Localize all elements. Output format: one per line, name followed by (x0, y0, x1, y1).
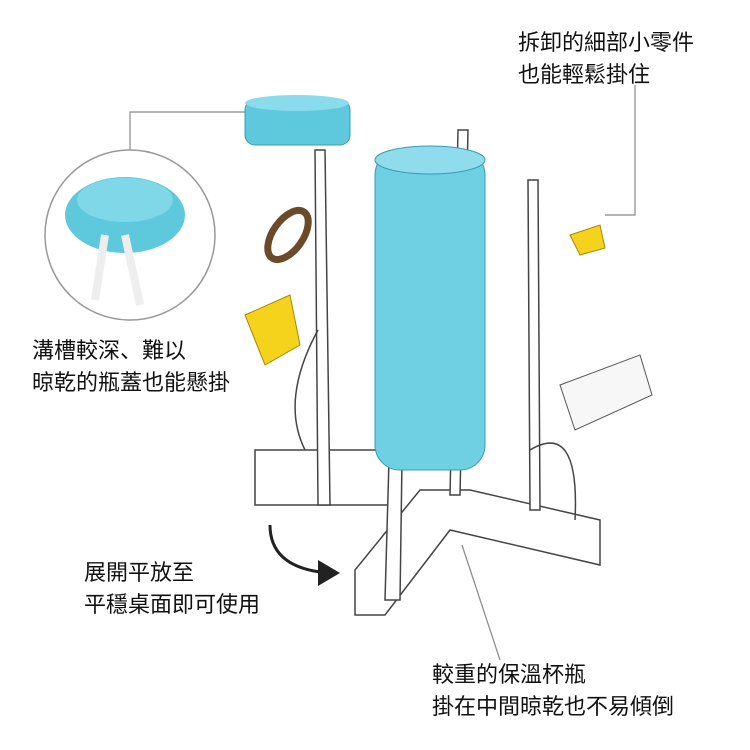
caption-line: 溝槽較深、難以 (32, 339, 187, 364)
yellow-cup (244, 294, 301, 366)
caption-heavy-thermos: 較重的保溫杯瓶 掛在中間晾乾也不易傾倒 (432, 660, 674, 724)
thermos-bottle (374, 145, 486, 471)
yellow-nipple (569, 224, 606, 256)
magnified-cap-circle (44, 149, 216, 321)
callout-lines (129, 85, 636, 661)
rotate-arrow-icon (268, 524, 340, 586)
caption-line: 拆卸的細部小零件 (518, 31, 695, 56)
caption-line: 也能輕鬆掛住 (518, 63, 651, 88)
white-bottle (559, 354, 653, 431)
caption-line: 較重的保溫杯瓶 (432, 663, 587, 688)
caption-line: 平穩桌面即可使用 (84, 593, 261, 618)
caption-flat-use: 展開平放至 平穩桌面即可使用 (84, 558, 260, 622)
caption-small-parts: 拆卸的細部小零件 也能輕鬆掛住 (518, 28, 694, 92)
silicone-ring (264, 207, 312, 263)
bottle-cap-on-rack (244, 95, 351, 146)
caption-bottle-caps: 溝槽較深、難以 晾乾的瓶蓋也能懸掛 (32, 336, 230, 400)
caption-line: 掛在中間晾乾也不易傾倒 (432, 695, 675, 720)
caption-line: 展開平放至 (84, 561, 195, 586)
caption-line: 晾乾的瓶蓋也能懸掛 (32, 371, 231, 396)
